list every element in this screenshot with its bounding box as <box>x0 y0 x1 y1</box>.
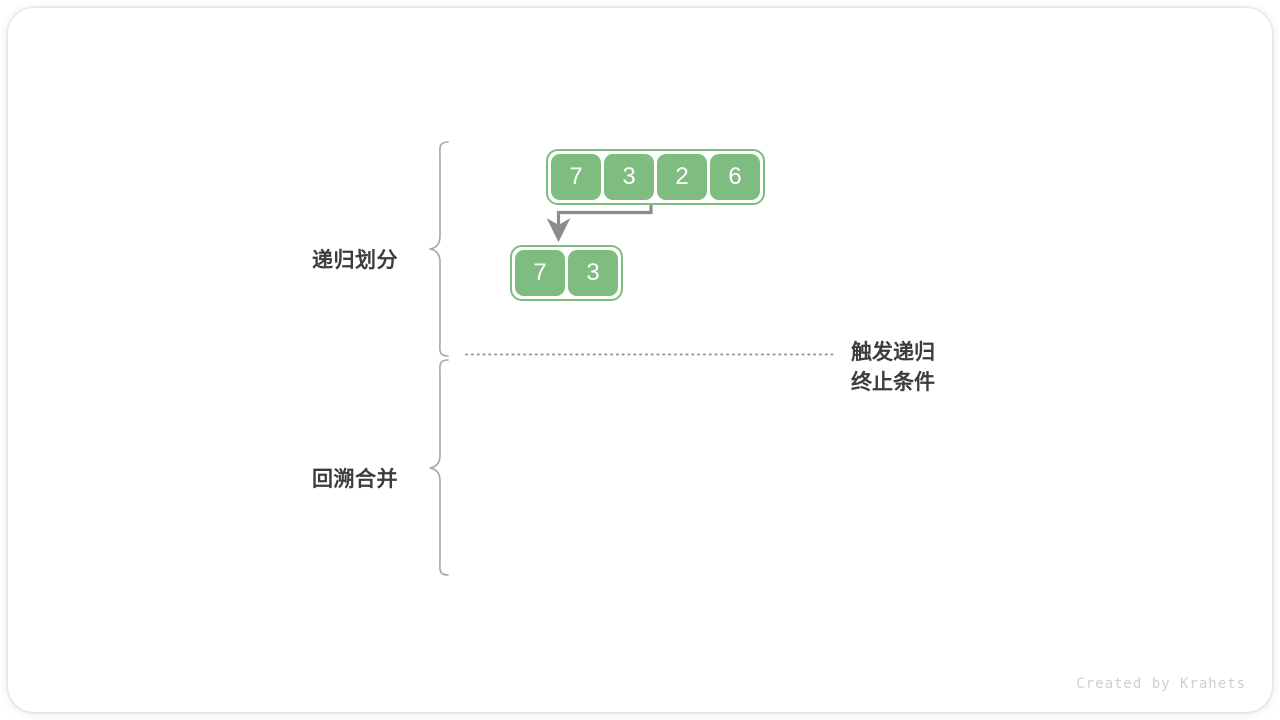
brace-merge <box>429 359 449 576</box>
section-label-divide: 递归划分 <box>312 249 398 272</box>
array-cell: 3 <box>568 250 618 296</box>
array-cell: 7 <box>551 154 601 200</box>
annotation-line-2: 终止条件 <box>851 371 935 394</box>
brace-divide <box>429 141 449 357</box>
recursion-arrow <box>546 204 653 243</box>
figure-canvas: 递归划分 回溯合并 触发递归 终止条件 7 3 2 6 7 3 Created … <box>8 8 1272 712</box>
array-cell: 6 <box>710 154 760 200</box>
array-root: 7 3 2 6 <box>546 149 765 205</box>
termination-annotation: 触发递归 终止条件 <box>851 338 935 398</box>
array-cell: 7 <box>515 250 565 296</box>
credit-text: Created by Krahets <box>1076 676 1246 692</box>
array-left-half: 7 3 <box>510 245 623 301</box>
annotation-line-1: 触发递归 <box>851 341 935 364</box>
diagram-overlay <box>429 141 837 576</box>
array-cell: 2 <box>657 154 707 200</box>
section-label-merge: 回溯合并 <box>312 468 398 491</box>
array-cell: 3 <box>604 154 654 200</box>
